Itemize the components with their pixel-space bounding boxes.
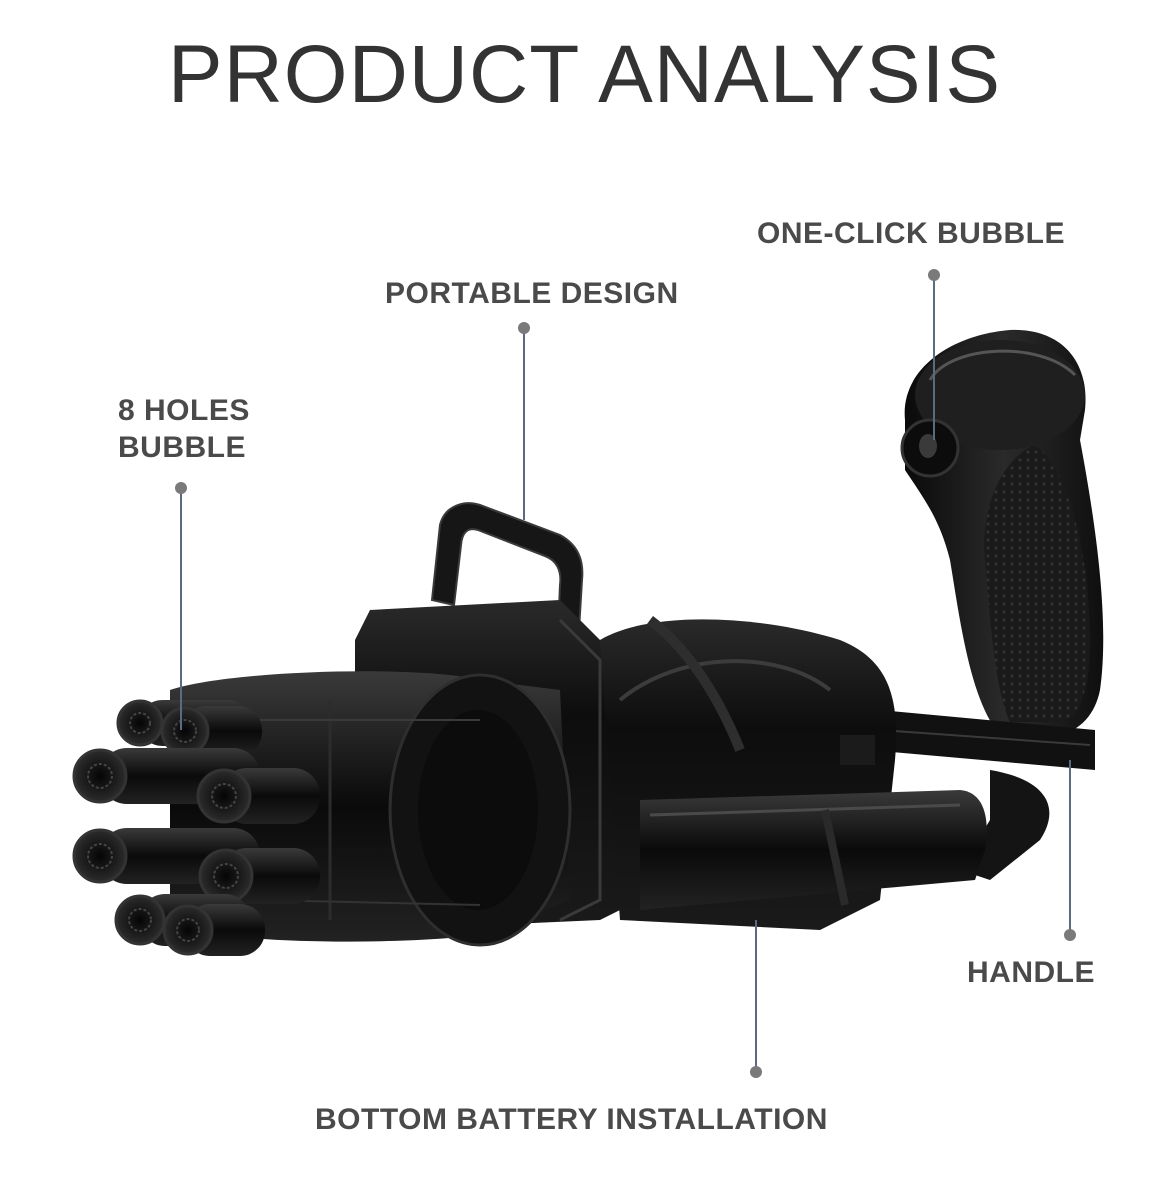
callout-holes-line2: BUBBLE [118, 431, 246, 464]
page-title: PRODUCT ANALYSIS [167, 29, 1002, 120]
callout-one-click-bubble: ONE-CLICK BUBBLE [757, 217, 1065, 250]
barrel-4 [196, 768, 320, 824]
leader-dot-holes [175, 482, 187, 494]
callout-handle: HANDLE [967, 956, 1095, 989]
callout-8-holes-bubble: 8 HOLES BUBBLE [118, 392, 250, 466]
callout-portable-design: PORTABLE DESIGN [385, 277, 679, 310]
leader-dot-portable [518, 322, 530, 334]
leader-dot-handle [1064, 929, 1076, 941]
barrel-6 [198, 848, 320, 904]
callout-holes-line1: 8 HOLES [118, 394, 250, 427]
callout-bottom-battery: BOTTOM BATTERY INSTALLATION [315, 1103, 828, 1136]
barrel-2 [160, 706, 262, 756]
leader-dot-one-click [928, 269, 940, 281]
handle-grip [900, 329, 1104, 735]
callout-leaders [175, 269, 1076, 1078]
bubble-barrels [72, 699, 320, 956]
barrel-8 [162, 904, 265, 956]
leader-dot-battery [750, 1066, 762, 1078]
